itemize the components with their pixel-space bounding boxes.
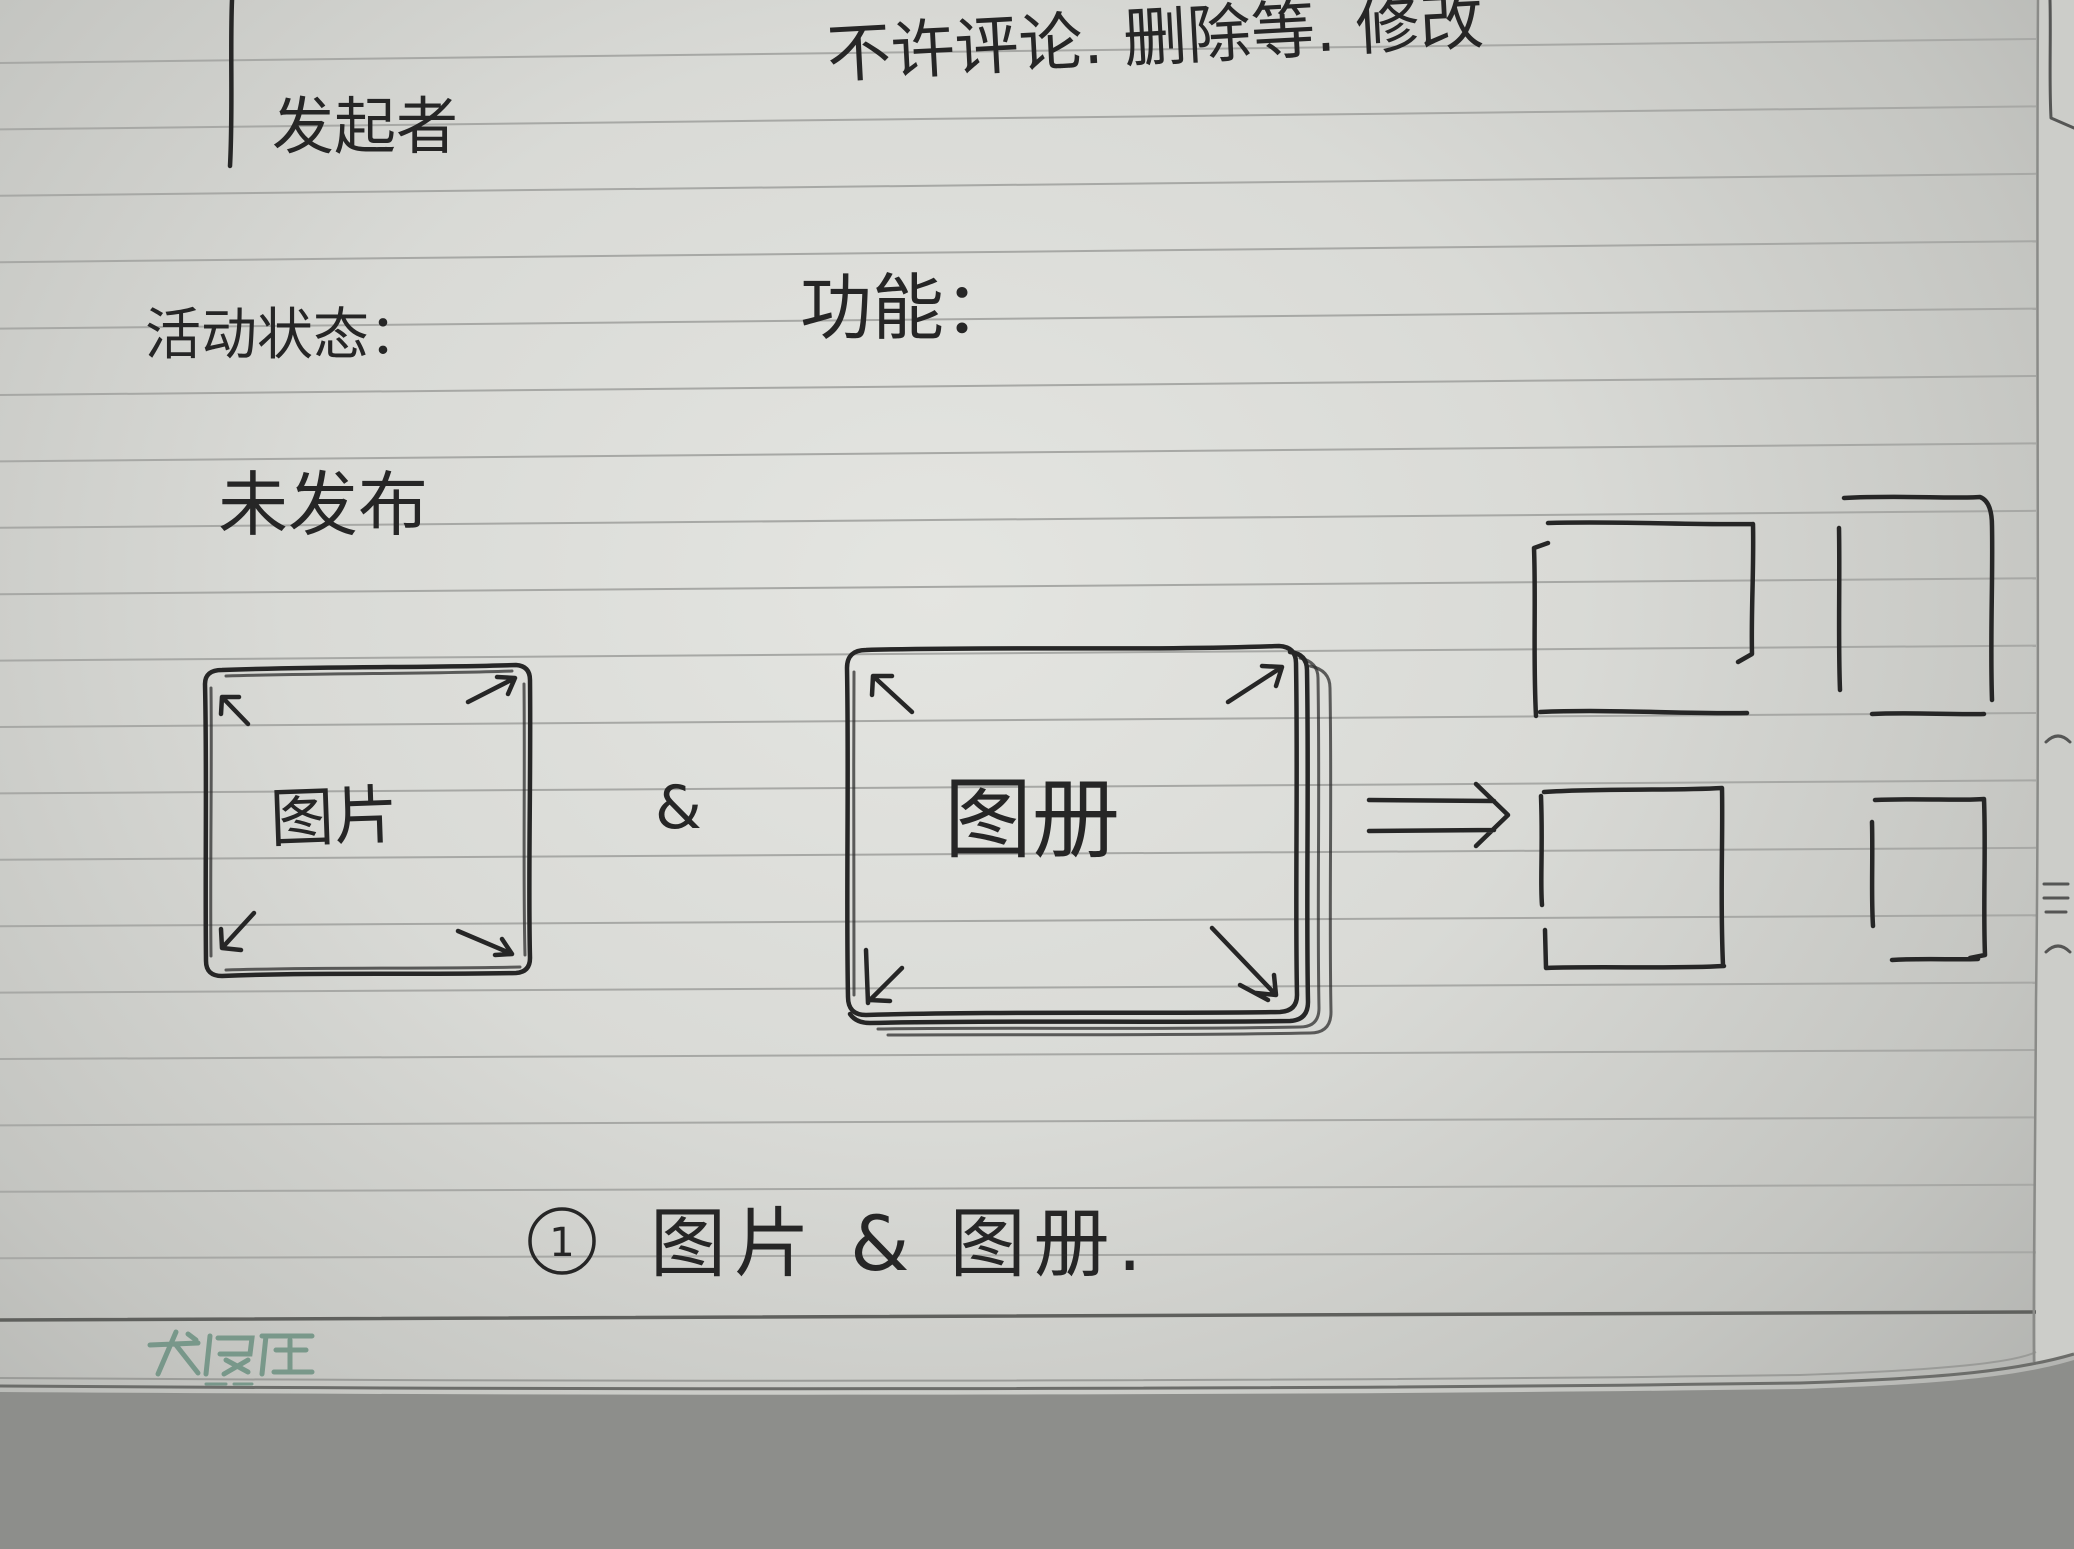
thumbnail-box [1836,494,1995,717]
ruled-line [0,38,2037,64]
picture-frame-border-inner [209,669,527,972]
album-frame [844,643,1333,1037]
album-stack-layer [876,656,1321,1031]
next-page-mark [2044,944,2072,954]
arrow-bottom-right-icon [1209,925,1279,1003]
album-label: 图册 [944,768,1121,871]
next-page-mark [2044,734,2072,744]
brand-logo-glyph [203,1333,255,1377]
ruled-line [0,105,2037,131]
arrow-bottom-left-icon [863,947,905,1006]
ruled-line [0,1049,2037,1060]
album-frame-border-inner [852,670,856,997]
activity-state-unpublished: 未发布 [218,464,428,546]
arrow-top-left-icon [869,673,915,715]
arrow-top-right-icon [1225,663,1285,705]
next-page-marks [2042,734,2072,954]
ruled-line [0,375,2037,396]
ruled-line [0,981,2037,994]
ruled-line [0,712,2037,728]
activity-status-label: 活动状态： [145,303,425,368]
album-stack-layer [886,664,1333,1037]
double-arrow-icon [1366,781,1511,849]
page-bottom-edge [0,1352,2074,1391]
brand-logo-glyph [147,1329,201,1377]
arrow-bottom-left-icon [218,910,257,953]
picture-frame [202,662,533,979]
next-page-bracket [2048,0,2074,130]
ruled-line [0,1251,2037,1260]
thumbnail-box [1531,520,1756,719]
connector-ampersand: & [655,773,702,843]
ruled-line [0,307,2037,330]
desk-surface [0,1360,2074,1549]
page-bottom-rule [0,1310,2037,1322]
ruled-line [0,172,2037,197]
picture-label: 图片 [268,778,400,858]
picture-frame-border [202,662,533,979]
ruled-line [0,846,2037,861]
thumbnail-box [1538,785,1727,971]
ruled-line [0,914,2037,928]
page-bottom-edge-inner [0,1351,2037,1382]
arrow-bottom-right-icon [455,928,515,958]
ruled-line [0,1116,2037,1127]
role-label: 发起者 [272,90,459,163]
brand-logo [147,1329,315,1386]
thumbnail-box [1869,796,1988,963]
arrow-top-left-icon [218,694,251,727]
ruled-lines [0,38,2037,1260]
note-number-circle [528,1207,596,1275]
next-page-edge [2032,0,2040,1363]
function-label: 功能： [800,266,1017,350]
margin-bar [227,0,235,169]
arrow-top-right-icon [465,674,518,705]
thumbnail-grid [1531,494,1995,971]
next-page-mark [2042,882,2070,914]
next-page-area [2036,0,2074,1365]
ruled-line [0,577,2037,596]
ruled-line [0,644,2037,662]
ruled-line [0,509,2037,529]
album-stack-layer [847,649,1311,1026]
album-frame-border [844,643,1300,1018]
brand-logo-glyph [259,1333,315,1377]
note-number: 1 [549,1220,574,1266]
ruled-line [0,1183,2037,1193]
ruled-line [0,240,2037,264]
note-number-badge: 1 [528,1207,596,1275]
note-text: 图片 & 图册. [650,1199,1150,1288]
ruled-line [0,442,2037,463]
ruled-line [0,779,2037,795]
